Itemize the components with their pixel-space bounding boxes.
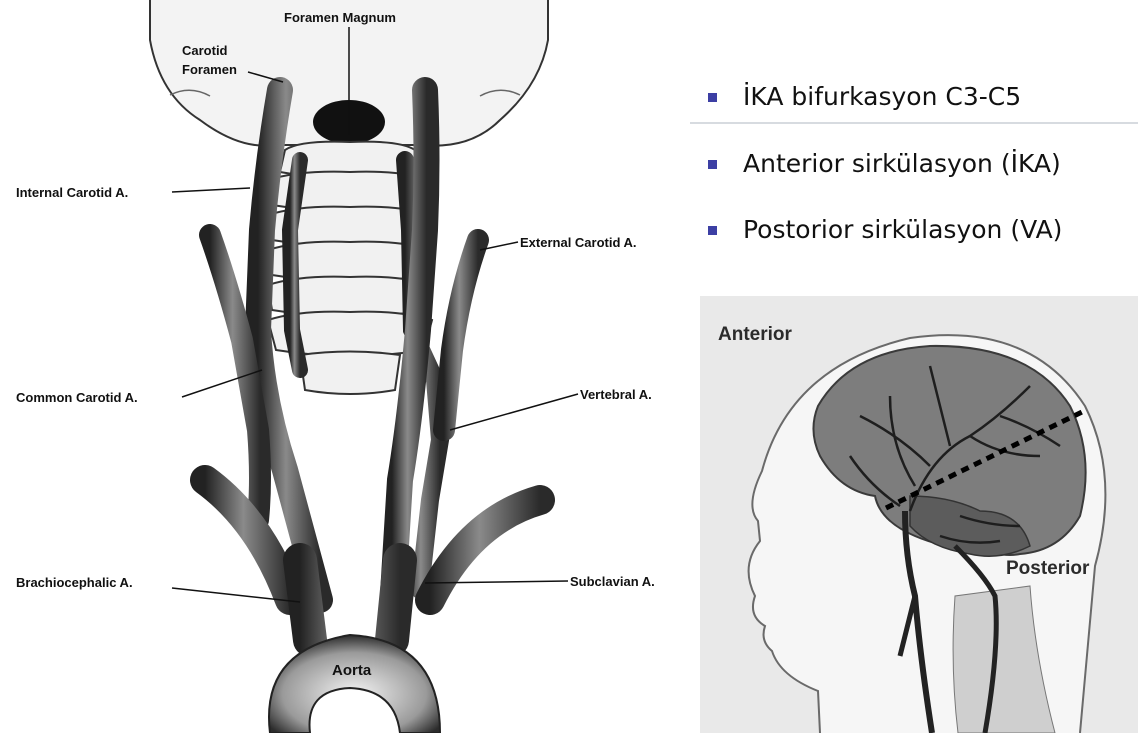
- label-foramen-magnum: Foramen Magnum: [284, 10, 396, 25]
- bullet-text: İKA bifurkasyon C3-C5: [743, 82, 1021, 111]
- label-internal-carotid: Internal Carotid A.: [16, 185, 128, 200]
- divider: [690, 122, 1138, 124]
- label-external-carotid: External Carotid A.: [520, 235, 637, 250]
- bullet-square-icon: [708, 93, 717, 102]
- bullet-text: Anterior sirkülasyon (İKA): [743, 149, 1061, 178]
- bullet-item: Postorior sirkülasyon (VA): [708, 207, 1062, 251]
- neck-arteries-illustration: Foramen Magnum Carotid Foramen Internal …: [0, 0, 690, 733]
- label-carotid: Carotid: [182, 43, 228, 58]
- aortic-arch: [269, 635, 440, 733]
- bullet-square-icon: [708, 160, 717, 169]
- bullet-square-icon: [708, 226, 717, 235]
- label-brachiocephalic: Brachiocephalic A.: [16, 575, 133, 590]
- bullet-item: İKA bifurkasyon C3-C5: [708, 74, 1021, 118]
- brain-circulation-diagram: Anterior Posterior: [700, 296, 1138, 733]
- neck-arteries-diagram: Foramen Magnum Carotid Foramen Internal …: [0, 0, 690, 733]
- label-subclavian: Subclavian A.: [570, 574, 655, 589]
- brain-illustration: [700, 296, 1138, 733]
- label-aorta: Aorta: [332, 662, 372, 679]
- label-vertebral: Vertebral A.: [580, 387, 652, 402]
- bullet-text: Postorior sirkülasyon (VA): [743, 215, 1062, 244]
- bullet-item: Anterior sirkülasyon (İKA): [708, 141, 1061, 185]
- label-foramen: Foramen: [182, 62, 237, 77]
- subclavian-artery: [430, 500, 540, 600]
- label-posterior: Posterior: [1006, 558, 1089, 580]
- label-anterior: Anterior: [718, 324, 792, 346]
- label-common-carotid: Common Carotid A.: [16, 390, 138, 405]
- brachiocephalic-artery: [205, 480, 290, 600]
